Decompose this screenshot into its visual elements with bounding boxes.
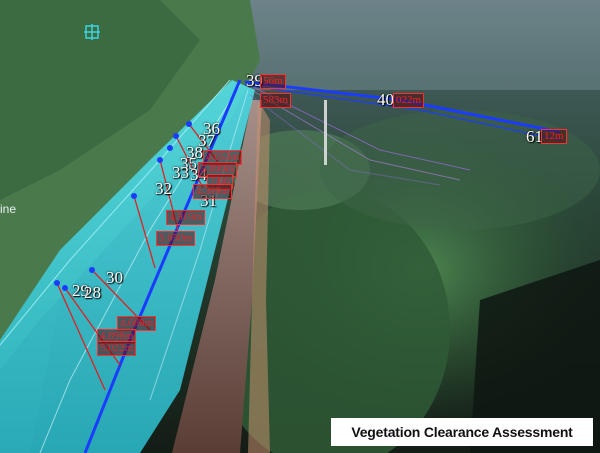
tower-tag: 29 (72, 281, 89, 300)
clearance-label: 583m (260, 93, 292, 108)
tower-tag: 32 (155, 179, 172, 198)
tower-points (54, 121, 192, 291)
clearance-label: 5.022m (97, 341, 137, 356)
utility-pole (324, 100, 327, 165)
tower-tag: 39 (246, 71, 263, 90)
clearance-label: 022m (393, 93, 425, 108)
road (172, 100, 262, 453)
tower-tag: 28 (84, 283, 101, 302)
clearance-label: 5.050m (156, 231, 196, 246)
clearance-label: 4.896m (97, 329, 137, 344)
clearance-label: 4.399m (193, 184, 233, 199)
caption-banner: Vegetation Clearance Assessment (331, 418, 593, 446)
tower-tag: 61 (526, 127, 543, 146)
crosshair-target-icon[interactable] (84, 24, 100, 40)
clearance-label: 12m (541, 129, 567, 144)
tower-tag: 38 (186, 143, 203, 162)
side-text: ine (0, 202, 17, 216)
tower-tag: 33 (172, 163, 189, 182)
tower-tag: 35 (180, 154, 197, 173)
tower-tag: 40 (377, 90, 394, 109)
tower-tag: 30 (106, 268, 123, 287)
clearance-label: 4.653m (203, 150, 243, 165)
clearance-label: 56m (260, 74, 286, 89)
clearance-label: 4.919m (166, 210, 206, 225)
tower-tag: 36 (203, 119, 220, 138)
clearance-corridor (0, 80, 255, 453)
vegetation-right-area (210, 190, 450, 453)
clearance-label: 4.688m (117, 316, 157, 331)
tower-tag: 37 (198, 131, 215, 150)
